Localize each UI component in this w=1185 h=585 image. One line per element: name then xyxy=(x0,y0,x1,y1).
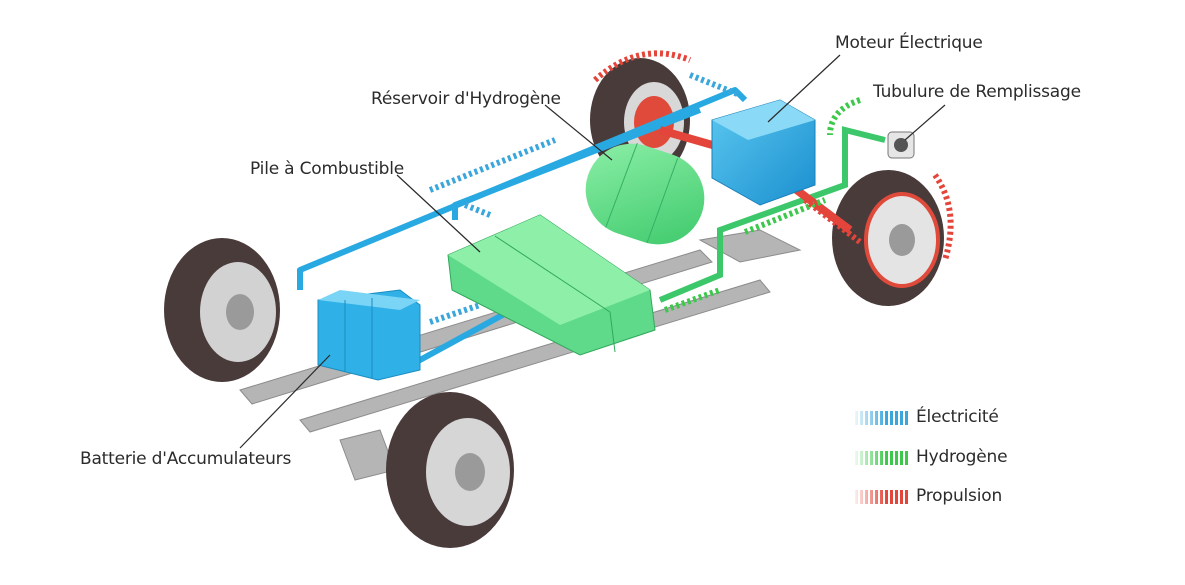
hydrogen-pipes xyxy=(658,126,886,303)
leader-lines xyxy=(239,54,946,449)
wheel-front-left xyxy=(386,392,514,548)
filler-neck xyxy=(887,131,915,159)
flow-arrows-hydrogen xyxy=(663,97,862,313)
fuel-cell-stack xyxy=(447,214,656,356)
legend-fade xyxy=(852,451,910,465)
label-batterie-accumulateurs: Batterie d'Accumulateurs xyxy=(80,449,292,469)
battery-pack xyxy=(317,289,421,381)
legend-fade xyxy=(852,490,910,504)
hydrogen-tank xyxy=(585,142,705,245)
electric-motor xyxy=(711,99,816,206)
legend-fade xyxy=(852,411,910,425)
wheel-front-right xyxy=(832,170,944,306)
label-moteur-electrique: Moteur Électrique xyxy=(835,33,983,53)
label-pile-combustible: Pile à Combustible xyxy=(250,159,405,179)
wheel-rear-left xyxy=(164,238,280,382)
label-reservoir-hydrogene: Réservoir d'Hydrogène xyxy=(371,89,561,109)
flow-arrows-electric xyxy=(428,72,742,325)
flow-arrows-propulsion xyxy=(593,50,954,261)
label-tubulure-remplissage: Tubulure de Remplissage xyxy=(873,82,1081,102)
legend-label-electricite: Électricité xyxy=(916,407,999,427)
legend-label-propulsion: Propulsion xyxy=(916,486,1003,506)
legend-label-hydrogene: Hydrogène xyxy=(916,447,1008,467)
